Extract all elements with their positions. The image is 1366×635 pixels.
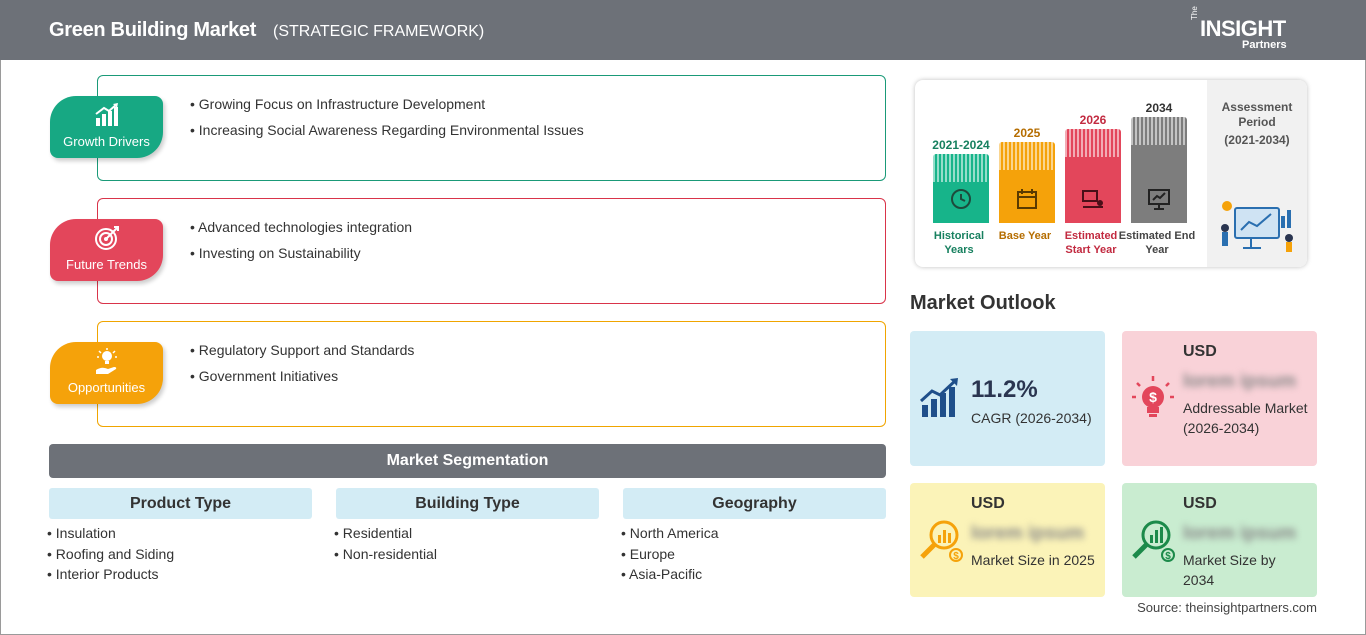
list-item: Increasing Social Awareness Regarding En… [190, 122, 584, 138]
svg-text:$: $ [953, 551, 959, 562]
market-outlook-title: Market Outlook [910, 292, 1056, 314]
page-title: Green Building Market [49, 19, 257, 41]
opportunities-badge: Opportunities [50, 342, 163, 404]
calendar-icon [1017, 189, 1037, 209]
market-size-2034-card: $ USD lorem ipsum Market Size by 2034 [1122, 483, 1317, 597]
opportunities-label: Opportunities [67, 380, 146, 395]
timeline-year: 2021-2024 [932, 138, 990, 152]
lightbulb-hand-icon [96, 348, 117, 374]
dollar-bulb-icon: $ [1132, 376, 1174, 417]
timeline-bar [1065, 129, 1121, 223]
addressable-market-card: $ USD lorem ipsum Addressable Market (20… [1122, 331, 1317, 466]
insight-partners-logo: The INSIGHT Partners [1190, 6, 1310, 54]
timeline-caption: Historical Years [933, 230, 985, 256]
opportunities-list: Regulatory Support and Standards Governm… [190, 342, 415, 394]
currency-label: USD [1183, 343, 1217, 360]
page-subtitle: (STRATEGIC FRAMEWORK) [273, 23, 485, 40]
list-item: Insulation [47, 525, 312, 546]
segment-heading: Building Type [336, 488, 599, 519]
segment-heading: Product Type [49, 488, 312, 519]
list-item: Regulatory Support and Standards [190, 342, 415, 358]
growth-drivers-box: Growing Focus on Infrastructure Developm… [97, 75, 886, 181]
timeline-caption: Estimated End Year [1118, 230, 1196, 256]
timeline-bar [1131, 117, 1187, 223]
market-size-2025-card: $ USD lorem ipsum Market Size in 2025 [910, 483, 1105, 597]
list-item: Investing on Sustainability [190, 245, 412, 261]
list-item: Non-residential [334, 546, 599, 567]
header-bar: Green Building Market (STRATEGIC FRAMEWO… [0, 0, 1366, 60]
cagr-value: 11.2% [971, 376, 1038, 403]
timeline-caption: Estimated Start Year [1064, 230, 1118, 256]
timeline-card: 2021-2024 Historical Years 2025 Base Yea… [915, 80, 1307, 267]
list-item: Roofing and Siding [47, 546, 312, 567]
list-item: Residential [334, 525, 599, 546]
growth-drivers-badge: Growth Drivers [50, 96, 163, 158]
svg-text:$: $ [1149, 389, 1157, 405]
segment-list: North America Europe Asia-Pacific [621, 525, 886, 587]
addressable-market-label: Addressable Market (2026-2034) [1183, 400, 1308, 436]
analytics-dashboard-icon [1221, 201, 1293, 252]
svg-text:$: $ [1165, 551, 1171, 562]
future-trends-box: Advanced technologies integration Invest… [97, 198, 886, 304]
blurred-value: lorem ipsum [1183, 523, 1296, 544]
timeline-year: 2025 [1013, 126, 1041, 140]
growth-chart-icon [95, 103, 118, 126]
opportunities-box: Regulatory Support and Standards Governm… [97, 321, 886, 427]
logo-the-text: The [1190, 6, 1199, 20]
source-credit: Source: theinsightpartners.com [1137, 600, 1317, 615]
future-trends-list: Advanced technologies integration Invest… [190, 219, 412, 271]
segment-building-type: Building Type Residential Non-residentia… [336, 488, 599, 566]
presentation-icon [1082, 190, 1103, 208]
segment-list: Residential Non-residential [334, 525, 599, 566]
timeline-bar [933, 154, 989, 223]
market-segmentation-header: Market Segmentation [49, 444, 886, 478]
list-item: Europe [621, 546, 886, 567]
list-item: North America [621, 525, 886, 546]
timeline-year: 2026 [1079, 113, 1107, 127]
currency-label: USD [971, 495, 1005, 512]
currency-label: USD [1183, 495, 1217, 512]
future-trends-label: Future Trends [66, 257, 147, 272]
growth-drivers-label: Growth Drivers [63, 134, 150, 149]
assessment-label: Assessment Period [1221, 100, 1293, 129]
growth-drivers-list: Growing Focus on Infrastructure Developm… [190, 96, 584, 148]
list-item: Interior Products [47, 566, 312, 587]
list-item: Advanced technologies integration [190, 219, 412, 235]
history-clock-icon [951, 189, 971, 209]
logo-main-text: INSIGHT [1200, 16, 1286, 41]
cagr-label: CAGR (2026-2034) [971, 410, 1092, 426]
segment-geography: Geography North America Europe Asia-Paci… [623, 488, 886, 587]
segment-heading: Geography [623, 488, 886, 519]
magnifier-dollar-icon: $ [920, 520, 963, 562]
list-item: Government Initiatives [190, 368, 414, 384]
cagr-card: 11.2% CAGR (2026-2034) [910, 331, 1105, 466]
growth-bars-icon [919, 378, 958, 417]
market-size-2025-label: Market Size in 2025 [971, 552, 1095, 568]
logo-partners-text: Partners [1242, 39, 1287, 51]
future-trends-badge: Future Trends [50, 219, 163, 281]
timeline-bar [999, 142, 1055, 223]
blurred-value: lorem ipsum [971, 523, 1084, 544]
monitor-chart-icon [1148, 189, 1170, 210]
list-item: Growing Focus on Infrastructure Developm… [190, 96, 584, 112]
timeline-year: 2034 [1145, 101, 1173, 115]
assessment-period: (2021-2034) [1224, 133, 1290, 147]
list-item: Asia-Pacific [621, 566, 886, 587]
magnifier-growth-icon: $ [1132, 520, 1175, 562]
market-size-2034-label: Market Size by 2034 [1183, 552, 1276, 588]
segment-product-type: Product Type Insulation Roofing and Sidi… [49, 488, 312, 587]
timeline-caption: Base Year [998, 230, 1052, 242]
blurred-value: lorem ipsum [1183, 371, 1296, 392]
target-icon [95, 226, 119, 250]
assessment-panel: Assessment Period (2021-2034) [1207, 80, 1307, 267]
segment-list: Insulation Roofing and Siding Interior P… [47, 525, 312, 587]
